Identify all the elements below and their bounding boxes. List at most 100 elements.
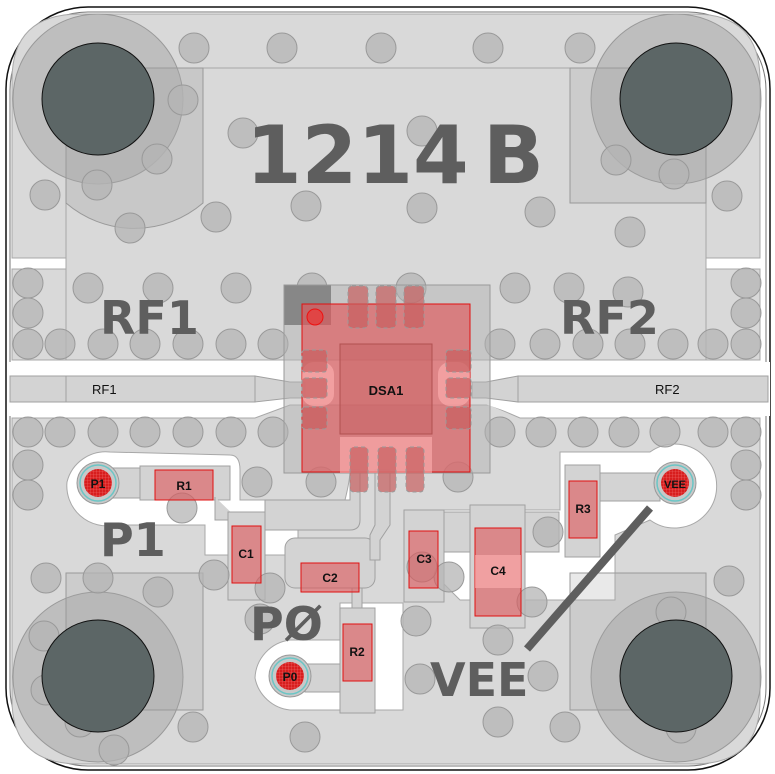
via: [215, 328, 247, 360]
r1-label: R1: [176, 479, 192, 493]
component-c4[interactable]: C4: [474, 527, 522, 617]
via: [730, 479, 762, 511]
via: [266, 32, 298, 64]
dsa1-label: DSA1: [369, 383, 404, 398]
via: [12, 416, 44, 448]
via: [81, 169, 113, 201]
via: [524, 196, 556, 228]
via: [254, 572, 286, 604]
mount-hole-bottom-left: [41, 619, 155, 733]
via: [529, 328, 561, 360]
test-point-p0[interactable]: P0: [268, 654, 312, 698]
via: [87, 416, 119, 448]
c3-label: C3: [416, 552, 432, 566]
silk-rf1: RF1: [100, 291, 199, 345]
via: [711, 180, 743, 212]
via: [129, 416, 161, 448]
mount-hole-top-right: [619, 42, 733, 156]
via: [567, 416, 599, 448]
c1-label: C1: [238, 547, 254, 561]
component-r1[interactable]: R1: [154, 469, 214, 501]
via: [532, 516, 564, 548]
via: [730, 297, 762, 329]
via: [82, 562, 114, 594]
p1-label: P1: [91, 477, 106, 491]
via: [406, 115, 438, 147]
pin1-marker: [306, 308, 324, 326]
via: [608, 416, 640, 448]
mount-holes: [41, 42, 733, 733]
via: [499, 272, 531, 304]
via: [12, 297, 44, 329]
via: [215, 416, 247, 448]
via: [29, 179, 61, 211]
via: [12, 479, 44, 511]
silk-title-1214: 1214: [246, 109, 469, 202]
via: [482, 624, 514, 656]
via: [549, 711, 581, 743]
via: [525, 416, 557, 448]
via: [44, 328, 76, 360]
via: [406, 192, 438, 224]
component-r2[interactable]: R2: [342, 623, 373, 682]
r2-label: R2: [349, 645, 365, 659]
vee-label: VEE: [664, 479, 686, 491]
silk-p0: PØ: [250, 597, 323, 651]
via: [142, 576, 174, 608]
via: [114, 212, 146, 244]
via: [178, 32, 210, 64]
test-point-vee[interactable]: VEE: [653, 461, 697, 505]
via: [141, 143, 173, 175]
via: [730, 416, 762, 448]
via: [198, 559, 230, 591]
via: [730, 267, 762, 299]
via: [290, 190, 322, 222]
via: [172, 416, 204, 448]
component-c2[interactable]: C2: [300, 562, 360, 593]
via: [553, 272, 585, 304]
via: [72, 272, 104, 304]
via: [697, 416, 729, 448]
c4-label: C4: [490, 564, 506, 578]
rf2-trace: [517, 375, 769, 403]
r3-label: R3: [575, 502, 591, 516]
p0-label: P0: [283, 670, 298, 684]
via: [129, 328, 161, 360]
via: [472, 32, 504, 64]
via: [482, 706, 514, 738]
silk-p1: P1: [100, 513, 166, 567]
via: [612, 276, 644, 308]
mount-hole-bottom-right: [619, 619, 733, 733]
c2-label: C2: [322, 571, 338, 585]
component-c3[interactable]: C3: [408, 530, 439, 589]
mount-hole-top-left: [41, 42, 155, 156]
via: [172, 328, 204, 360]
via: [614, 216, 646, 248]
via: [12, 449, 44, 481]
component-r3[interactable]: R3: [568, 480, 598, 539]
via: [289, 721, 321, 753]
silk-rf2: RF2: [560, 291, 659, 345]
via: [697, 328, 729, 360]
via: [649, 416, 681, 448]
component-dsa1[interactable]: DSA1: [283, 284, 491, 493]
via: [730, 328, 762, 360]
via: [614, 328, 646, 360]
via: [730, 449, 762, 481]
via: [400, 605, 432, 637]
via: [713, 565, 745, 597]
via: [142, 272, 174, 304]
via: [241, 466, 273, 498]
via: [12, 267, 44, 299]
component-c1[interactable]: C1: [231, 525, 262, 584]
vee-pointer-line: [523, 505, 654, 652]
via: [244, 603, 276, 635]
silk-title-b: B: [483, 109, 544, 202]
via: [44, 416, 76, 448]
via: [572, 328, 604, 360]
via: [87, 328, 119, 360]
via: [658, 158, 690, 190]
test-point-p1[interactable]: P1: [76, 461, 120, 505]
silk-vee: VEE: [430, 653, 528, 707]
